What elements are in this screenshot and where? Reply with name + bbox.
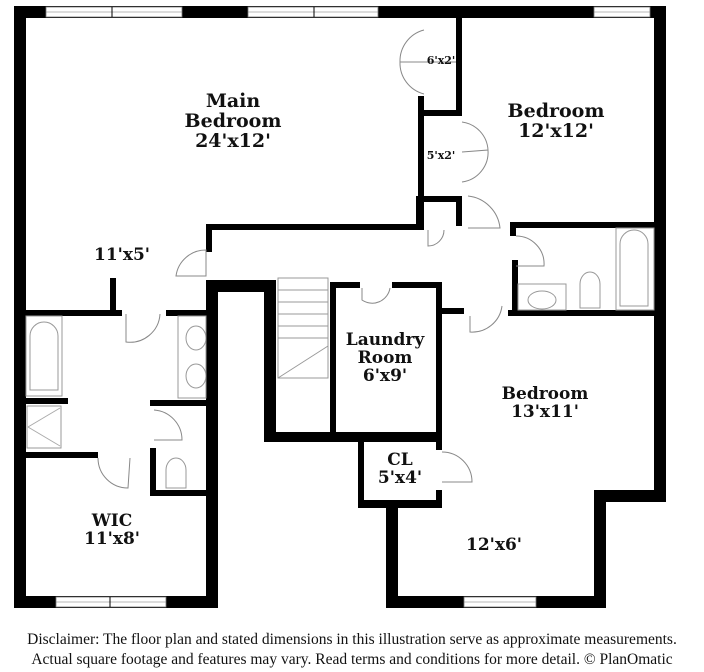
room-size: 11'x5'	[93, 245, 151, 265]
room-name: WIC	[91, 511, 133, 531]
disclaimer: Disclaimer: The floor plan and stated di…	[0, 630, 704, 670]
room-label-closet-cl: CL 5'x4'	[377, 450, 423, 488]
room-label-hall-11x5: 11'x5'	[93, 245, 151, 265]
floor-plan	[14, 6, 666, 608]
room-name: Bedroom	[501, 384, 589, 404]
fixtures	[25, 227, 655, 489]
room-size: 12'x6'	[465, 535, 523, 555]
room-name: CL	[387, 450, 413, 470]
disclaimer-line-1: Disclaimer: The floor plan and stated di…	[27, 631, 677, 648]
room-label-closet-6x2: 6'x2'	[427, 55, 456, 67]
main-bedroom-south-wall	[416, 196, 424, 228]
room-size: 6'x2'	[426, 54, 456, 67]
interior-walls	[26, 18, 666, 508]
room-name-line: Bedroom	[184, 109, 282, 132]
room-label-bedroom-ne: Bedroom 12'x12'	[507, 100, 605, 142]
room-size: 24'x12'	[195, 129, 271, 152]
room-name-line: Room	[357, 347, 413, 368]
room-name: Bedroom	[507, 100, 605, 122]
room-label-nook-12x6: 12'x6'	[465, 535, 523, 555]
room-size: 11'x8'	[83, 528, 141, 549]
disclaimer-line-2: Actual square footage and features may v…	[31, 651, 673, 668]
room-size: 5'x4'	[377, 467, 423, 488]
room-label-closet-5x2: 5'x2'	[427, 150, 456, 162]
room-size: 13'x11'	[511, 401, 579, 422]
room-name-line: Laundry	[345, 330, 425, 350]
stairs	[277, 277, 329, 379]
room-size: 12'x12'	[518, 119, 594, 142]
room-label-main-bedroom: Main Bedroom 24'x12'	[184, 90, 282, 152]
room-size: 5'x2'	[426, 149, 456, 162]
room-label-bedroom-se: Bedroom 13'x11'	[501, 384, 589, 422]
room-size: 6'x9'	[362, 365, 408, 386]
room-label-wic: WIC 11'x8'	[83, 511, 141, 549]
windows	[45, 6, 651, 608]
room-name-line: Main	[205, 90, 261, 112]
doors	[97, 29, 545, 489]
room-label-laundry: Laundry Room 6'x9'	[345, 330, 425, 386]
